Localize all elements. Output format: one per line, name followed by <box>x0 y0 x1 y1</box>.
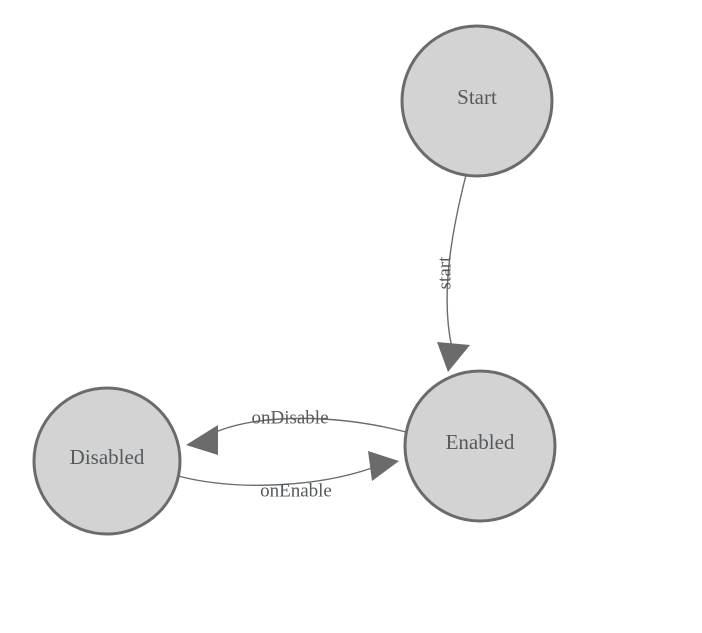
edge-label-start: start <box>434 256 455 289</box>
node-start-label: Start <box>457 85 497 109</box>
edge-label-onenable: onEnable <box>260 480 332 501</box>
edge-start-to-enabled-path <box>446 174 467 349</box>
node-enabled[interactable]: Enabled <box>403 369 557 523</box>
edge-disabled-to-enabled-path <box>177 467 373 486</box>
node-disabled-label: Disabled <box>70 445 145 469</box>
edge-label-ondisable: onDisable <box>251 407 328 428</box>
edge-enabled-to-disabled-arrowhead <box>186 425 218 455</box>
node-enabled-label: Enabled <box>446 430 515 454</box>
node-disabled[interactable]: Disabled <box>32 386 182 536</box>
edge-disabled-to-enabled[interactable]: onEnable <box>177 451 399 501</box>
node-start[interactable]: Start <box>400 24 554 178</box>
edge-start-to-enabled-arrowhead <box>437 342 470 372</box>
edge-enabled-to-disabled-path <box>210 417 407 435</box>
node-enabled-circle <box>403 369 557 523</box>
edge-disabled-to-enabled-arrowhead <box>368 451 399 481</box>
node-disabled-circle <box>32 386 182 536</box>
edge-start-to-enabled[interactable]: start <box>434 174 470 372</box>
node-start-circle <box>400 24 554 178</box>
edge-enabled-to-disabled[interactable]: onDisable <box>186 407 407 455</box>
